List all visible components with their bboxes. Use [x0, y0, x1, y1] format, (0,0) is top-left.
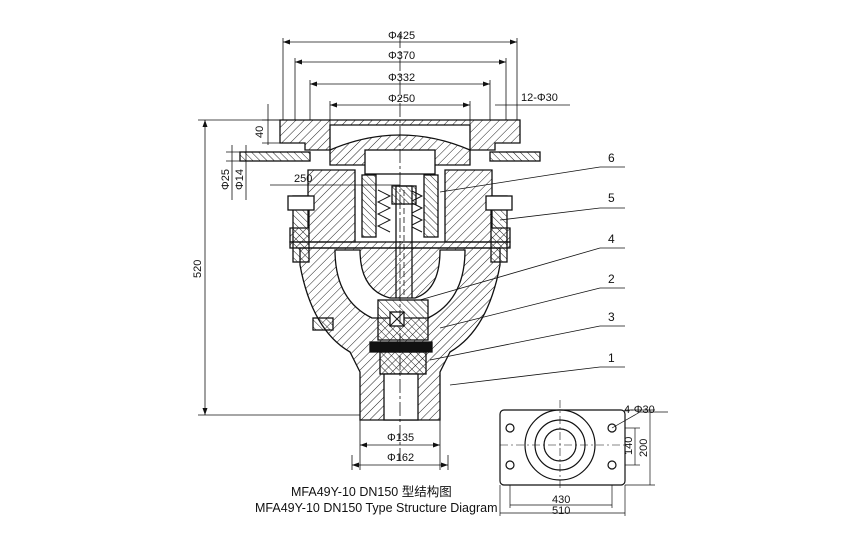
- guide-sleeve-right: [423, 174, 439, 238]
- callout-6: 6: [608, 151, 615, 165]
- dim-phi370: Φ370: [388, 50, 415, 62]
- inner-chamber: [334, 249, 466, 319]
- outlet-bore: [383, 373, 419, 421]
- dim-phi162: Φ162: [387, 452, 414, 464]
- dim-200: 200: [638, 439, 650, 457]
- dim-phi425: Φ425: [388, 30, 415, 42]
- top-left-bolt: [239, 151, 311, 162]
- dim-40: 40: [254, 126, 266, 138]
- dim-phi14: Φ14: [234, 169, 246, 190]
- dim-phi135: Φ135: [387, 432, 414, 444]
- dim-430: 430: [552, 494, 570, 506]
- spring-left: [376, 189, 392, 233]
- base-plate: [499, 409, 626, 486]
- lower-plug: [379, 351, 427, 375]
- side-port: [312, 317, 334, 331]
- stem-nut: [391, 185, 417, 205]
- callout-2: 2: [608, 272, 615, 286]
- callout-3: 3: [608, 310, 615, 324]
- dim-140: 140: [623, 437, 635, 455]
- callout-leaders: [419, 166, 625, 386]
- base-hole-bl: [505, 460, 515, 470]
- base-plan-view: [499, 400, 668, 516]
- dimension-lines: [198, 38, 570, 470]
- base-hole-tr: [607, 423, 617, 433]
- callout-1: 1: [608, 351, 615, 365]
- dim-510: 510: [552, 505, 570, 517]
- callout-5: 5: [608, 191, 615, 205]
- callout-4: 4: [608, 232, 615, 246]
- dim-phi25: Φ25: [220, 169, 232, 190]
- dim-520: 520: [192, 260, 204, 278]
- base-hole-tl: [505, 423, 515, 433]
- dim-holes-top: 12-Φ30: [521, 92, 558, 104]
- caption-chinese: MFA49Y-10 DN150 型结构图: [291, 484, 452, 499]
- dim-holes-base: 4-Φ30: [624, 404, 655, 416]
- base-hole-br: [607, 460, 617, 470]
- valve-section: [239, 34, 541, 460]
- top-right-bolt: [489, 151, 541, 162]
- dim-250: 250: [294, 173, 312, 185]
- dim-phi250: Φ250: [388, 93, 415, 105]
- valve-seat: [369, 341, 433, 353]
- caption-english: MFA49Y-10 DN150 Type Structure Diagram: [255, 501, 497, 515]
- guide-sleeve-left: [361, 174, 377, 238]
- dim-phi332: Φ332: [388, 72, 415, 84]
- dimension-arrows: [202, 39, 517, 468]
